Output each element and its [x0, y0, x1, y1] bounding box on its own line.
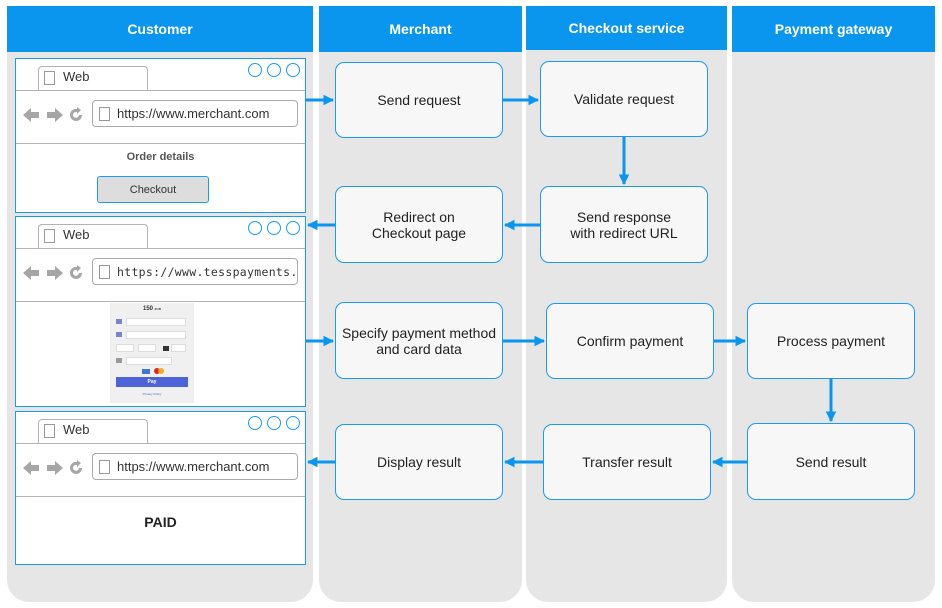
step-send-result: Send result — [747, 423, 915, 500]
address-bar[interactable]: https://www.merchant.com — [92, 100, 298, 127]
document-icon — [99, 460, 110, 474]
content-divider — [16, 143, 305, 144]
step-display-result: Display result — [335, 424, 503, 500]
email-field[interactable] — [126, 318, 186, 326]
step-send-request: Send request — [335, 62, 503, 138]
address-bar-url: https://www.merchant.com — [117, 106, 270, 121]
window-control-icon[interactable] — [286, 63, 300, 77]
payment-form: 150 EUR Pay Privacy Policy — [110, 303, 194, 403]
reload-icon — [70, 460, 82, 474]
nav-buttons — [23, 107, 82, 122]
expiry-month-field[interactable] — [116, 344, 134, 352]
window-control-icon[interactable] — [248, 416, 262, 430]
cardholder-field[interactable] — [126, 357, 172, 365]
lane-header-payment-gateway: Payment gateway — [732, 6, 935, 52]
amex-logo — [142, 369, 150, 374]
back-arrow-icon — [23, 461, 39, 475]
privacy-policy-link[interactable]: Privacy Policy — [142, 392, 162, 396]
content-divider — [16, 496, 305, 497]
step-redirect-checkout: Redirect on Checkout page — [335, 186, 503, 263]
window-control-icon[interactable] — [267, 221, 281, 235]
document-icon — [99, 107, 110, 121]
tab-label: Web — [63, 227, 90, 242]
forward-arrow-icon — [47, 461, 63, 475]
back-arrow-icon — [23, 108, 39, 122]
step-send-response: Send response with redirect URL — [540, 186, 708, 263]
pay-button[interactable]: Pay — [116, 377, 188, 387]
window-control-icon[interactable] — [267, 63, 281, 77]
cvv-field[interactable] — [171, 344, 186, 352]
browser-window-order: Web https://www.merchant.com Order detai… — [15, 58, 306, 213]
mail-icon — [116, 319, 122, 324]
window-control-icon[interactable] — [267, 416, 281, 430]
document-icon — [44, 71, 55, 85]
card-number-field[interactable] — [126, 331, 186, 339]
window-control-icon[interactable] — [248, 63, 262, 77]
back-arrow-icon — [23, 266, 39, 280]
expiry-year-field[interactable] — [138, 344, 156, 352]
user-icon — [116, 358, 122, 363]
window-control-icon[interactable] — [286, 221, 300, 235]
browser-window-payment: Web https://www.tesspayments.com 150 EUR… — [15, 216, 306, 407]
lane-header-customer: Customer — [7, 6, 313, 52]
nav-buttons — [23, 460, 82, 475]
tab-divider — [16, 443, 305, 444]
address-bar[interactable]: https://www.tesspayments.com — [92, 258, 298, 285]
document-icon — [99, 265, 110, 279]
document-icon — [44, 424, 55, 438]
step-transfer-result: Transfer result — [543, 424, 711, 500]
browser-window-result: Web https://www.merchant.com PAID — [15, 411, 306, 565]
nav-buttons — [23, 265, 82, 280]
address-bar-url: https://www.merchant.com — [117, 459, 270, 474]
lock-icon — [163, 346, 169, 351]
browser-tab: Web — [38, 66, 148, 90]
forward-arrow-icon — [47, 266, 63, 280]
mastercard-logo — [154, 368, 164, 374]
step-validate-request: Validate request — [540, 61, 708, 137]
order-details-title: Order details — [126, 151, 195, 163]
document-icon — [44, 229, 55, 243]
step-process-payment: Process payment — [747, 303, 915, 379]
tab-label: Web — [63, 69, 90, 84]
card-icon — [116, 332, 122, 337]
tab-divider — [16, 248, 305, 249]
payment-status: PAID — [144, 514, 177, 530]
browser-tab: Web — [38, 224, 148, 248]
payment-amount: 150 EUR — [142, 306, 162, 312]
tab-divider — [16, 90, 305, 91]
lane-header-checkout-service: Checkout service — [526, 6, 727, 50]
reload-icon — [70, 107, 82, 121]
reload-icon — [70, 265, 82, 279]
tab-label: Web — [63, 422, 90, 437]
checkout-button[interactable]: Checkout — [97, 176, 209, 203]
browser-tab: Web — [38, 419, 148, 443]
content-divider — [16, 301, 305, 302]
step-specify-payment: Specify payment method and card data — [335, 302, 503, 379]
lane-header-merchant: Merchant — [319, 6, 522, 52]
address-bar[interactable]: https://www.merchant.com — [92, 453, 298, 480]
forward-arrow-icon — [47, 108, 63, 122]
window-control-icon[interactable] — [286, 416, 300, 430]
step-confirm-payment: Confirm payment — [546, 303, 714, 379]
address-bar-url: https://www.tesspayments.com — [117, 265, 298, 279]
window-control-icon[interactable] — [248, 221, 262, 235]
